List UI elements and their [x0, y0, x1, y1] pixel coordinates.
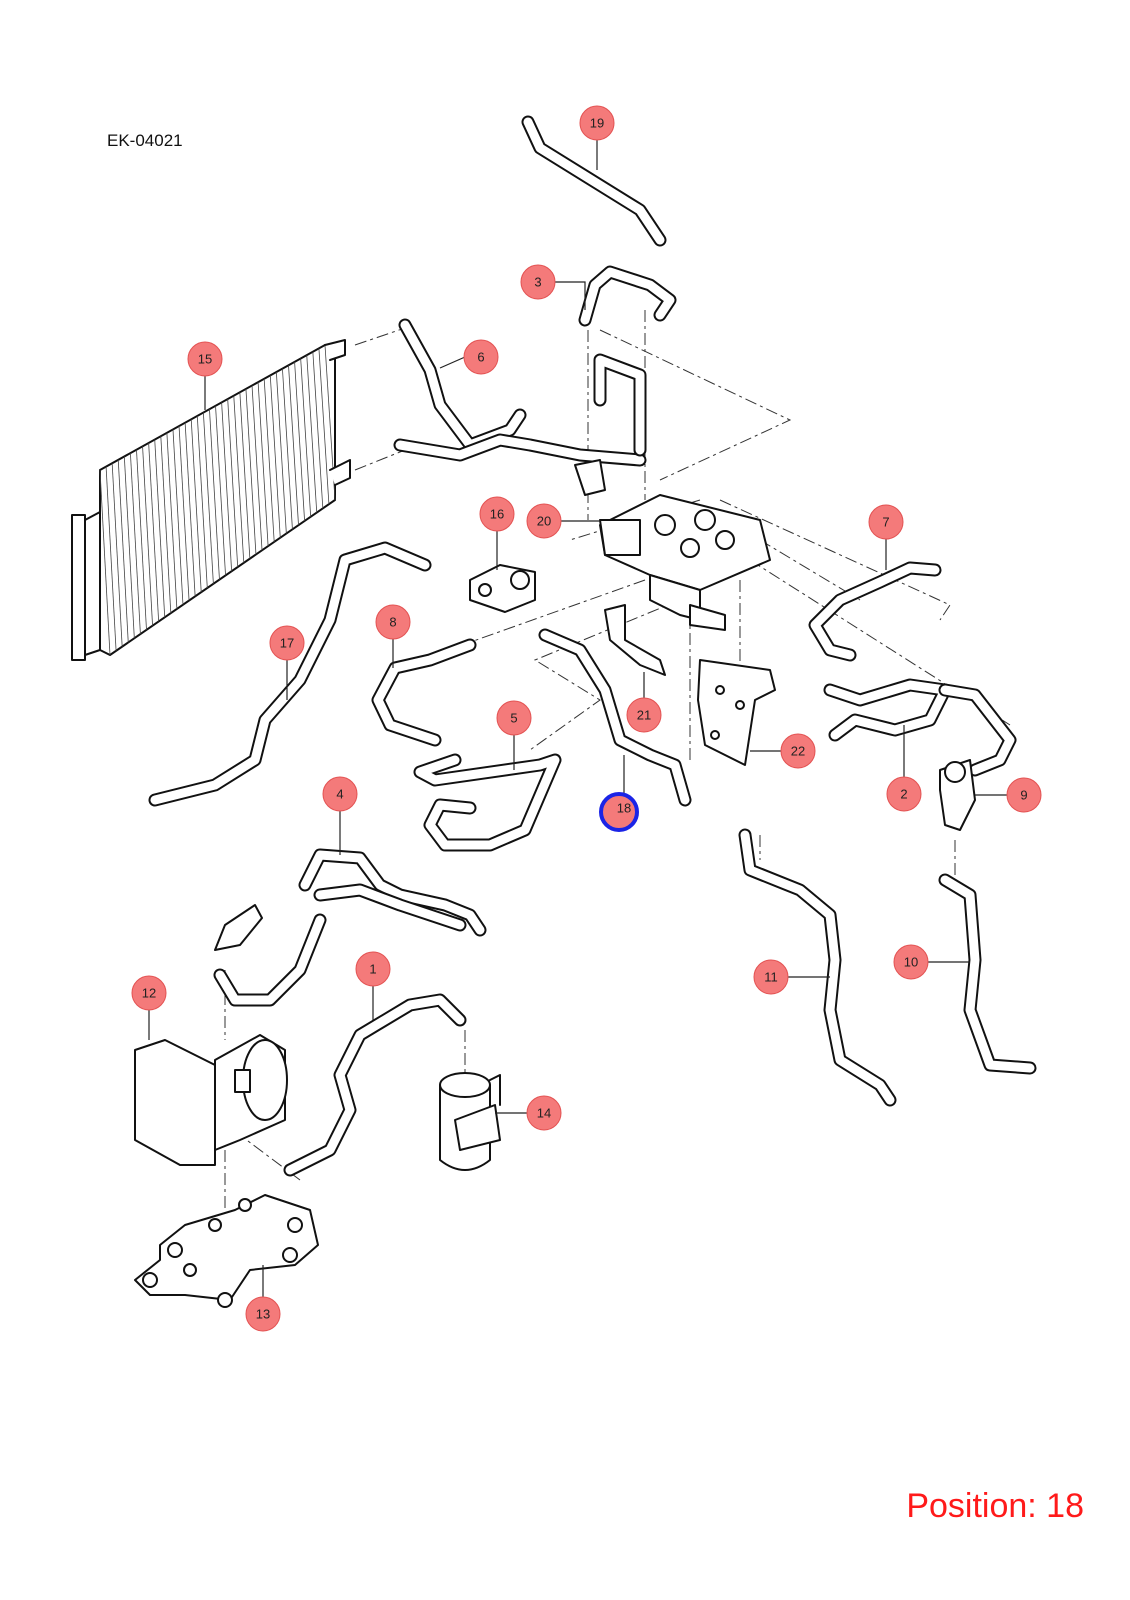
svg-text:17: 17: [280, 636, 294, 651]
hose-18: [538, 628, 692, 807]
leader-lines: [148, 139, 1007, 1297]
svg-text:15: 15: [198, 352, 212, 367]
svg-text:6: 6: [477, 350, 484, 365]
callout-3[interactable]: 3: [520, 264, 556, 300]
callout-22[interactable]: 22: [780, 733, 816, 769]
callout-10[interactable]: 10: [893, 944, 929, 980]
callout-13[interactable]: 13: [245, 1296, 281, 1332]
valve-9: [939, 759, 976, 831]
callout-17[interactable]: 17: [269, 625, 305, 661]
callout-12[interactable]: 12: [131, 975, 167, 1011]
hose-7: [808, 561, 942, 662]
callout-8[interactable]: 8: [375, 604, 411, 640]
svg-text:20: 20: [537, 514, 551, 529]
callout-21[interactable]: 21: [626, 697, 662, 733]
hose-1: [283, 993, 467, 1177]
svg-text:14: 14: [537, 1106, 551, 1121]
hose-8: [371, 638, 477, 747]
callout-19[interactable]: 19: [579, 105, 615, 141]
svg-text:11: 11: [764, 970, 778, 985]
hose-11: [738, 828, 897, 1107]
pipe-assembly-4: [213, 848, 487, 1007]
callout-5[interactable]: 5: [496, 700, 532, 736]
valve-block: [599, 494, 771, 631]
svg-text:3: 3: [534, 275, 541, 290]
svg-text:9: 9: [1020, 788, 1027, 803]
hose-10: [938, 873, 1037, 1075]
receiver-drier-14: [439, 1072, 501, 1171]
callout-16[interactable]: 16: [479, 496, 515, 532]
callout-6[interactable]: 6: [463, 339, 499, 375]
hose-3: [578, 265, 677, 327]
callout-4[interactable]: 4: [322, 776, 358, 812]
position-indicator: Position: 18: [906, 1487, 1084, 1525]
svg-text:10: 10: [904, 955, 918, 970]
compressor-12: [134, 1034, 288, 1166]
valve-16: [469, 564, 536, 613]
callout-11[interactable]: 11: [753, 959, 789, 995]
callout-1[interactable]: 1: [355, 951, 391, 987]
svg-text:8: 8: [389, 615, 396, 630]
callout-14[interactable]: 14: [526, 1095, 562, 1131]
svg-text:16: 16: [490, 507, 504, 522]
hose-19: [521, 115, 667, 247]
bracket-13: [134, 1194, 319, 1308]
svg-text:22: 22: [791, 744, 805, 759]
svg-text:18: 18: [617, 801, 631, 816]
svg-text:1: 1: [369, 962, 376, 977]
diagram-code: EK-04021: [107, 131, 183, 150]
svg-text:5: 5: [510, 711, 517, 726]
plate-22: [697, 659, 776, 766]
svg-text:12: 12: [142, 986, 156, 1001]
svg-text:19: 19: [590, 116, 604, 131]
callout-20[interactable]: 20: [526, 503, 562, 539]
hose-6: [393, 318, 647, 496]
callout-7[interactable]: 7: [868, 504, 904, 540]
callout-9[interactable]: 9: [1006, 777, 1042, 813]
callout-2[interactable]: 2: [886, 776, 922, 812]
hose-17: [148, 541, 432, 807]
condenser: [71, 339, 351, 661]
bracket-21: [604, 604, 666, 676]
svg-text:21: 21: [637, 708, 651, 723]
hose-2: [823, 678, 1017, 777]
callout-15[interactable]: 15: [187, 341, 223, 377]
svg-text:2: 2: [900, 787, 907, 802]
svg-text:7: 7: [882, 515, 889, 530]
hose-5: [413, 753, 562, 852]
svg-text:13: 13: [256, 1307, 270, 1322]
svg-text:4: 4: [336, 787, 343, 802]
callout-18[interactable]: 18: [599, 792, 639, 832]
